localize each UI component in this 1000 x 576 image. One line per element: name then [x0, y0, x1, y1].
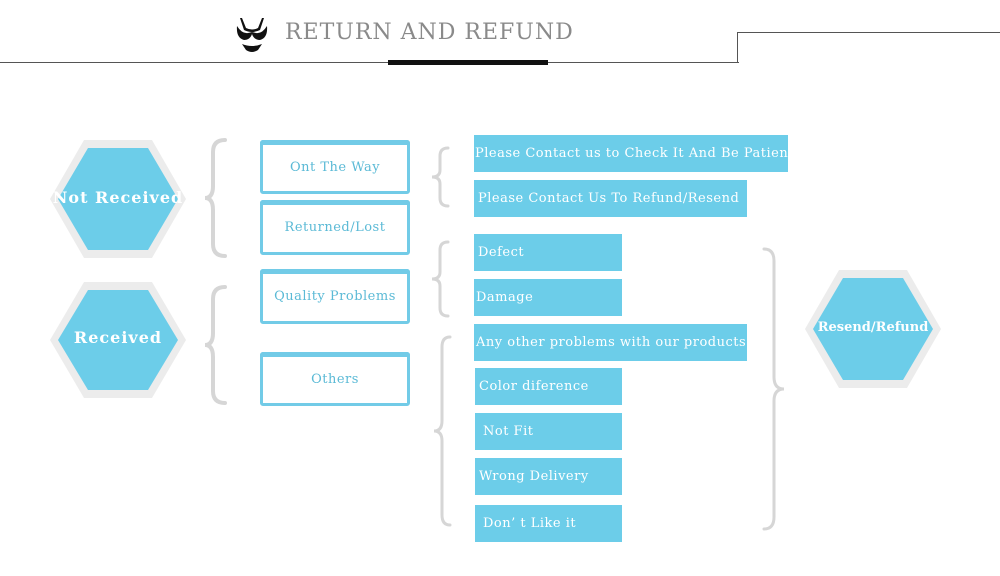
- outcome-dont-like: Don’ t Like it: [475, 505, 622, 542]
- outcome-color-difference: Color diference: [475, 368, 622, 405]
- page-title: RETURN AND REFUND: [285, 20, 574, 45]
- outcome-defect: Defect: [474, 234, 622, 271]
- hexagon-received: Received: [48, 280, 188, 400]
- hexagon-not-received: Not Received: [48, 138, 188, 260]
- brace-received: [204, 285, 227, 405]
- header-rule-right: [737, 32, 1000, 33]
- outcome-damage: Damage: [474, 279, 622, 316]
- category-on-the-way: Ont The Way: [260, 140, 410, 194]
- outcome-label-damage: Damage: [476, 290, 534, 305]
- outcome-label-dont-like: Don’ t Like it: [483, 516, 577, 531]
- brace-not-received: [204, 138, 227, 258]
- box-accent-bar: [260, 140, 410, 145]
- brace-on-the-way: [431, 146, 450, 208]
- box-accent-bar: [260, 269, 410, 274]
- category-label-on-the-way: Ont The Way: [289, 159, 381, 175]
- outcome-contact-refund: Please Contact Us To Refund/Resend: [474, 180, 747, 217]
- category-others: Others: [260, 352, 410, 406]
- hexagon-label-not-received: Not Received: [52, 188, 184, 207]
- hexagon-shape: [805, 270, 941, 388]
- brace-resend-refund: [762, 247, 785, 531]
- outcome-wrong-delivery: Wrong Delivery: [475, 458, 622, 495]
- category-label-returned-lost: Returned/Lost: [284, 220, 386, 235]
- category-label-quality-problems: Quality Problems: [274, 289, 396, 304]
- header-rule-left: [0, 62, 390, 63]
- header-rule-middle: [548, 62, 739, 63]
- outcome-any-other: Any other problems with our products: [474, 324, 747, 361]
- outcome-label-contact-refund: Please Contact Us To Refund/Resend: [478, 191, 740, 206]
- header-rule-accent: [388, 60, 548, 65]
- lingerie-logo-icon: [236, 18, 268, 52]
- outcome-label-color-difference: Color diference: [479, 379, 589, 394]
- hexagon-shape: [50, 140, 186, 258]
- outcome-label-wrong-delivery: Wrong Delivery: [479, 469, 589, 484]
- box-accent-bar: [260, 352, 410, 357]
- box-accent-bar: [260, 200, 410, 205]
- header-rule-step: [737, 32, 738, 63]
- outcome-label-contact-check: Please Contact us to Check It And Be Pat…: [475, 146, 788, 161]
- outcome-label-any-other: Any other problems with our products: [476, 335, 747, 350]
- hexagon-resend-refund: Resend/Refund: [803, 268, 943, 390]
- hexagon-label-resend-refund: Resend/Refund: [817, 320, 929, 335]
- brace-others: [433, 335, 452, 527]
- outcome-not-fit: Not Fit: [475, 413, 622, 450]
- outcome-label-defect: Defect: [478, 245, 525, 260]
- category-returned-lost: Returned/Lost: [260, 200, 410, 255]
- category-label-others: Others: [311, 371, 359, 387]
- outcome-contact-check: Please Contact us to Check It And Be Pat…: [474, 135, 788, 172]
- hexagon-label-received: Received: [73, 328, 163, 347]
- category-quality-problems: Quality Problems: [260, 269, 410, 324]
- hexagon-shape: [50, 282, 186, 398]
- outcome-label-not-fit: Not Fit: [483, 424, 534, 439]
- brace-quality-problems: [431, 240, 450, 318]
